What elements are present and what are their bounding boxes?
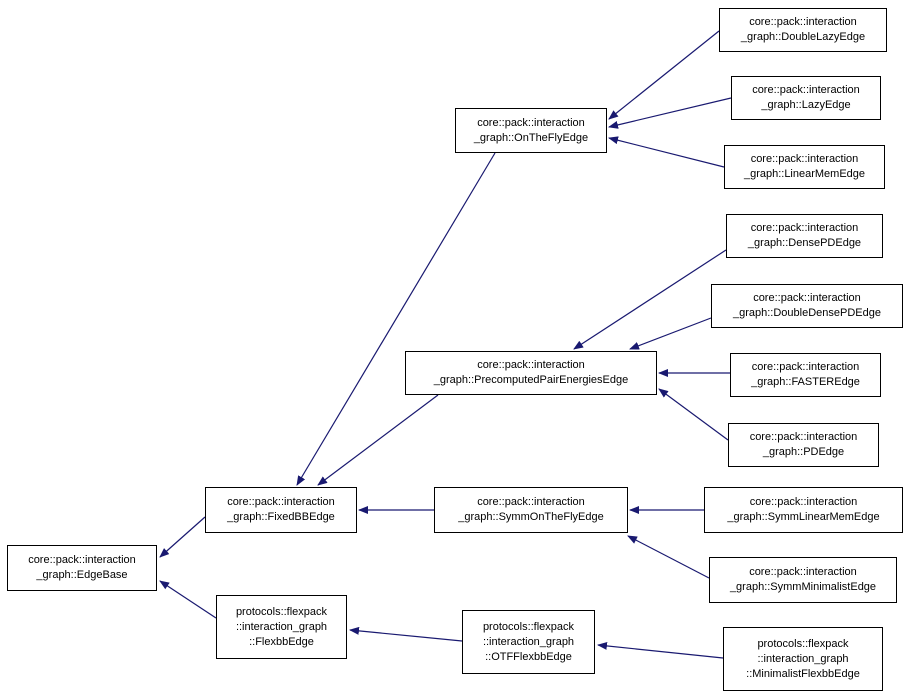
class-node-double-dense-pd-edge[interactable]: core::pack::interaction_graph::DoubleDen… — [711, 284, 903, 328]
class-node-edge-base[interactable]: core::pack::interaction_graph::EdgeBase — [7, 545, 157, 591]
class-node-label: _graph::FixedBBEdge — [227, 511, 335, 523]
class-node-otf-flexbb-edge[interactable]: protocols::flexpack::interaction_graph::… — [462, 610, 595, 674]
class-node-label: core::pack::interaction — [753, 292, 861, 304]
inheritance-arrow-double-dense-pd-edge-to-precomputed-pair-energies-edge — [629, 317, 712, 350]
class-node-label: _graph::EdgeBase — [36, 569, 128, 581]
class-node-pd-edge[interactable]: core::pack::interaction_graph::PDEdge — [728, 423, 879, 467]
class-node-label: core::pack::interaction — [750, 222, 859, 234]
class-node-on-the-fly-edge[interactable]: core::pack::interaction_graph::OnTheFlyE… — [455, 108, 607, 153]
class-node-label: _graph::LazyEdge — [761, 99, 851, 111]
class-node-label: core::pack::interaction — [750, 153, 859, 165]
inheritance-arrow-dense-pd-edge-to-precomputed-pair-energies-edge — [573, 249, 727, 350]
class-node-minimalist-flexbb-edge[interactable]: protocols::flexpack::interaction_graph::… — [723, 627, 883, 691]
class-node-symm-on-the-fly-edge[interactable]: core::pack::interaction_graph::SymmOnThe… — [434, 487, 628, 533]
inheritance-arrow-linear-mem-edge-to-on-the-fly-edge — [608, 136, 725, 168]
class-node-label: ::OTFFlexbbEdge — [485, 650, 572, 663]
class-node-flexbb-edge[interactable]: protocols::flexpack::interaction_graph::… — [216, 595, 347, 659]
class-node-label: ::FlexbbEdge — [249, 635, 314, 648]
class-node-symm-minimalist-edge[interactable]: core::pack::interaction_graph::SymmMinim… — [709, 557, 897, 603]
class-node-faster-edge[interactable]: core::pack::interaction_graph::FASTEREdg… — [730, 353, 881, 397]
class-node-linear-mem-edge[interactable]: core::pack::interaction_graph::LinearMem… — [724, 145, 885, 189]
inheritance-arrow-minimalist-flexbb-edge-to-otf-flexbb-edge — [597, 641, 724, 659]
class-node-label: core::pack::interaction — [752, 84, 860, 96]
class-node-label: _graph::PrecomputedPairEnergiesEdge — [433, 374, 629, 386]
class-node-label: _graph::PDEdge — [762, 446, 845, 458]
class-node-lazy-edge[interactable]: core::pack::interaction_graph::LazyEdge — [731, 76, 881, 120]
inheritance-arrow-precomputed-pair-energies-edge-to-fixed-bb-edge — [317, 394, 439, 486]
class-node-label: _graph::OnTheFlyEdge — [473, 131, 589, 144]
class-node-double-lazy-edge[interactable]: core::pack::interaction_graph::DoubleLaz… — [719, 8, 887, 52]
inheritance-arrow-fixed-bb-edge-to-edge-base — [159, 516, 206, 558]
class-node-label: core::pack::interaction — [749, 566, 857, 578]
class-node-label: ::MinimalistFlexbbEdge — [746, 667, 860, 680]
class-node-label: _graph::FASTEREdge — [751, 376, 860, 388]
class-node-label: core::pack::interaction — [749, 496, 858, 508]
class-node-precomputed-pair-energies-edge[interactable]: core::pack::interaction_graph::Precomput… — [405, 351, 657, 395]
inheritance-arrow-double-lazy-edge-to-on-the-fly-edge — [608, 30, 720, 120]
class-node-label: core::pack::interaction — [477, 116, 585, 129]
class-node-label: _graph::LinearMemEdge — [743, 168, 866, 180]
inheritance-arrow-symm-minimalist-edge-to-symm-on-the-fly-edge — [627, 535, 710, 579]
class-node-label: core::pack::interaction — [749, 16, 857, 28]
class-node-label: protocols::flexpack — [757, 637, 849, 650]
class-node-label: ::interaction_graph — [482, 635, 575, 648]
class-node-label: ::interaction_graph — [757, 652, 849, 665]
inheritance-arrow-on-the-fly-edge-to-fixed-bb-edge — [296, 152, 496, 486]
class-node-label: core::pack::interaction — [227, 496, 335, 508]
class-node-label: protocols::flexpack — [235, 605, 328, 618]
class-node-label: ::interaction_graph — [235, 620, 328, 633]
inheritance-arrow-flexbb-edge-to-edge-base — [159, 580, 217, 619]
class-node-label: core::pack::interaction — [477, 496, 585, 508]
class-node-symm-linear-mem-edge[interactable]: core::pack::interaction_graph::SymmLinea… — [704, 487, 903, 533]
class-node-label: _graph::SymmMinimalistEdge — [729, 581, 877, 593]
inheritance-arrow-otf-flexbb-edge-to-flexbb-edge — [349, 626, 463, 642]
class-node-label: _graph::DoubleLazyEdge — [740, 31, 866, 43]
inheritance-arrow-lazy-edge-to-on-the-fly-edge — [608, 97, 732, 129]
class-node-label: _graph::DoubleDensePDEdge — [733, 307, 881, 319]
class-node-fixed-bb-edge[interactable]: core::pack::interaction_graph::FixedBBEd… — [205, 487, 357, 533]
class-node-label: core::pack::interaction — [749, 431, 858, 443]
inheritance-arrow-pd-edge-to-precomputed-pair-energies-edge — [658, 388, 729, 441]
class-node-label: core::pack::interaction — [751, 361, 860, 373]
class-node-dense-pd-edge[interactable]: core::pack::interaction_graph::DensePDEd… — [726, 214, 883, 258]
class-node-label: _graph::DensePDEdge — [747, 237, 862, 249]
class-node-label: core::pack::interaction — [477, 359, 585, 371]
class-node-label: _graph::SymmLinearMemEdge — [727, 511, 880, 523]
class-node-label: _graph::SymmOnTheFlyEdge — [458, 511, 604, 523]
class-node-label: core::pack::interaction — [28, 554, 136, 566]
class-node-label: protocols::flexpack — [482, 620, 575, 633]
